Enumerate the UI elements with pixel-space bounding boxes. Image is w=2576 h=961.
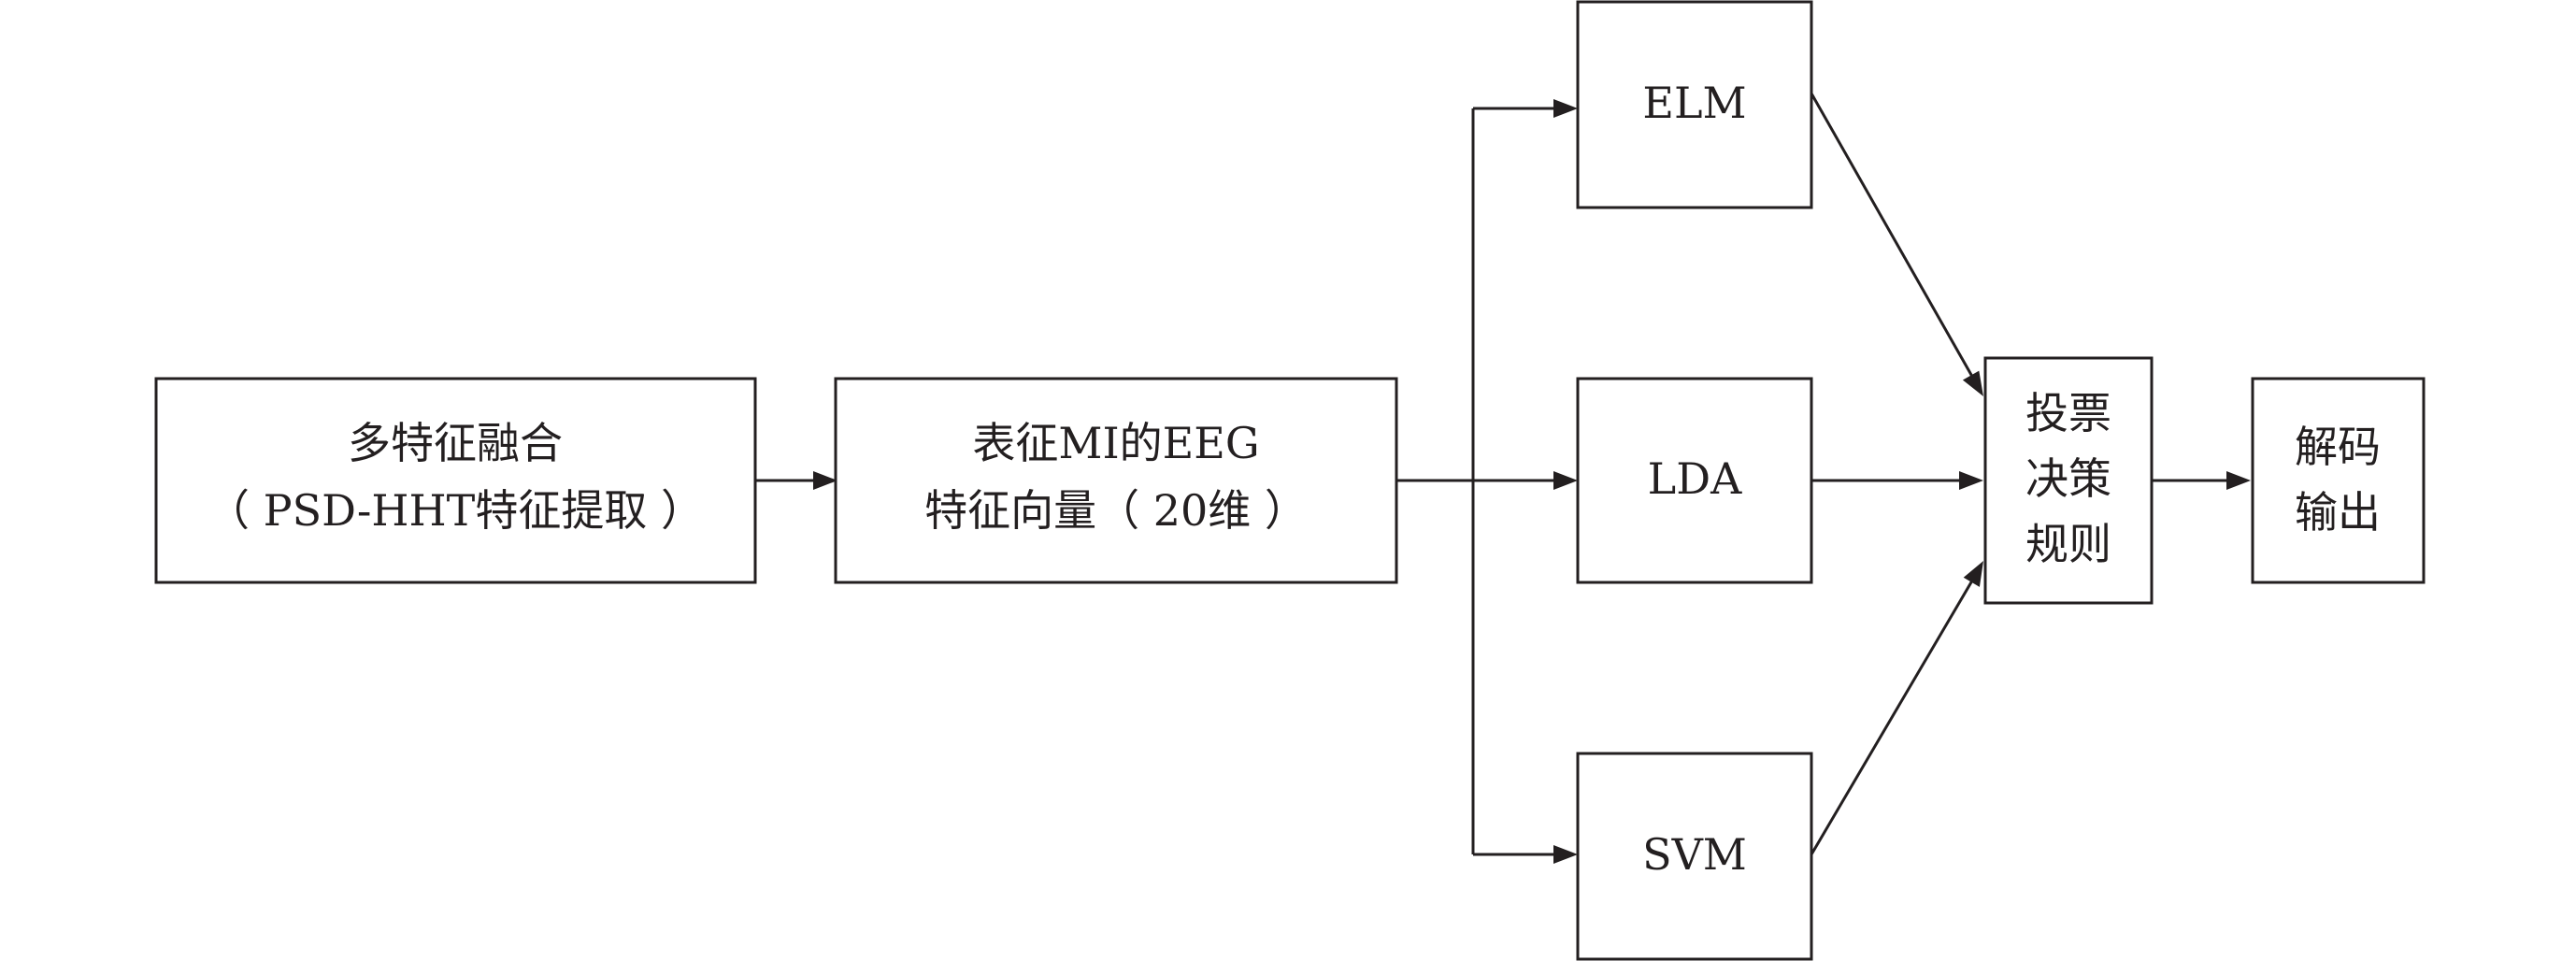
node-lda-box <box>1576 377 1813 584</box>
node-lda: LDA <box>1576 377 1813 584</box>
node-output-box <box>2251 377 2426 584</box>
node-vote-box <box>1983 356 2154 605</box>
edge-elm-to-vote <box>1810 93 1977 382</box>
arrowhead-vector-to-elm <box>1553 99 1578 118</box>
arrowhead-vote-to-output <box>2226 471 2251 490</box>
node-elm: ELM <box>1576 0 1813 209</box>
node-svm-box <box>1576 752 1813 961</box>
node-fusion-box <box>154 377 757 584</box>
node-fusion-line-2: （ PSD-HHT特征提取 ） <box>207 485 704 536</box>
edges <box>756 93 2251 864</box>
arrowhead-fusion-to-vector <box>813 471 837 490</box>
node-elm-box <box>1576 0 1813 209</box>
arrowhead-svm-to-vote <box>1963 561 1983 587</box>
node-fusion: 多特征融合 （ PSD-HHT特征提取 ） <box>154 377 757 584</box>
node-vector-line-2: 特征向量（ 20维 ） <box>924 485 1308 536</box>
node-svm-label: SVM <box>1642 829 1747 880</box>
node-vector-box <box>834 377 1398 584</box>
node-vector-line-1: 表征MI的EEG <box>972 418 1259 468</box>
node-vote-line-1: 投票 <box>2025 388 2111 438</box>
edge-svm-to-vote <box>1810 575 1977 855</box>
node-vector: 表征MI的EEG 特征向量（ 20维 ） <box>834 377 1398 584</box>
arrowhead-elm-to-vote <box>1962 370 1983 396</box>
node-vote-line-3: 规则 <box>2025 519 2111 569</box>
arrowhead-vector-to-svm <box>1553 845 1578 864</box>
node-output-line-2: 输出 <box>2295 487 2381 538</box>
node-vote-line-2: 决策 <box>2025 453 2111 504</box>
node-output: 解码 输出 <box>2251 377 2426 584</box>
node-vote: 投票 决策 规则 <box>1983 356 2154 605</box>
node-output-line-1: 解码 <box>2295 422 2381 472</box>
node-fusion-line-1: 多特征融合 <box>348 418 563 468</box>
node-svm: SVM <box>1576 752 1813 961</box>
arrowhead-vector-to-lda <box>1553 471 1578 490</box>
node-elm-label: ELM <box>1642 78 1746 128</box>
arrowhead-lda-to-vote <box>1959 471 1983 490</box>
node-lda-label: LDA <box>1648 453 1742 504</box>
